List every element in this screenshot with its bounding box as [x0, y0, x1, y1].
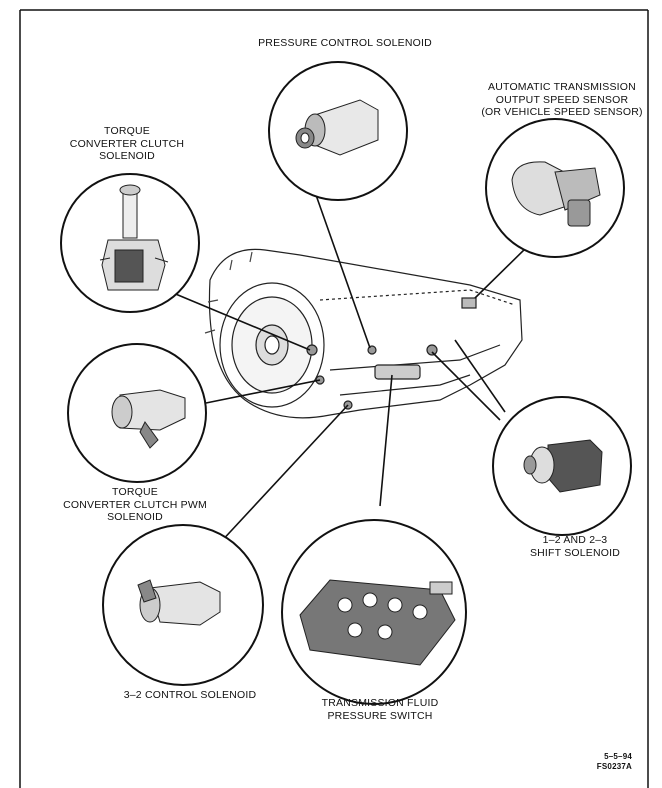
- label-line: PRESSURE CONTROL SOLENOID: [258, 37, 432, 49]
- label-line: SHIFT SOLENOID: [529, 546, 621, 559]
- label-line: (OR VEHICLE SPEED SENSOR): [481, 106, 643, 118]
- label-line: AUTOMATIC TRANSMISSION: [488, 81, 636, 93]
- callout-3-2-control-solenoid: [102, 524, 264, 686]
- label-line: SOLENOID: [99, 150, 155, 162]
- transmission-assembly: [204, 248, 523, 419]
- label-line: TORQUE: [112, 486, 158, 498]
- output-speed-sensor-illustration: [511, 161, 601, 227]
- callout-shift-solenoid: [492, 396, 632, 536]
- label-tcc-pwm-solenoid: TORQUE CONVERTER CLUTCH PWM SOLENOID: [55, 486, 215, 524]
- tcc-solenoid-illustration: [99, 184, 169, 291]
- fluid-pressure-switch-illustration: [299, 579, 456, 666]
- label-output-speed-sensor: AUTOMATIC TRANSMISSION OUTPUT SPEED SENS…: [462, 81, 662, 119]
- label-line: 3–2 CONTROL SOLENOID: [123, 689, 257, 701]
- label-line: CONVERTER CLUTCH PWM: [63, 498, 207, 511]
- label-tcc-solenoid: TORQUE CONVERTER CLUTCH SOLENOID: [62, 125, 192, 163]
- label-line: TRANSMISSION FLUID: [321, 697, 439, 709]
- callout-tcc-solenoid: [60, 173, 200, 313]
- label-line: CONVERTER CLUTCH: [69, 137, 185, 150]
- callout-fluid-pressure-switch: [281, 519, 467, 705]
- tcc-pwm-solenoid-illustration: [111, 389, 186, 449]
- label-line: TORQUE: [104, 125, 150, 137]
- 3-2-control-solenoid-illustration: [137, 579, 221, 626]
- callout-pressure-control: [268, 61, 408, 201]
- shift-solenoid-illustration: [523, 439, 603, 493]
- figure-code: 5–5–94 FS0237A: [572, 752, 632, 772]
- callout-output-speed-sensor: [485, 118, 625, 258]
- label-3-2-control-solenoid: 3–2 CONTROL SOLENOID: [95, 689, 285, 702]
- figure-date: 5–5–94: [604, 752, 632, 761]
- label-line: 1–2 AND 2–3: [542, 534, 608, 546]
- leader-lines: [165, 194, 529, 546]
- label-pressure-control-solenoid: PRESSURE CONTROL SOLENOID: [230, 37, 460, 50]
- pressure-control-solenoid-illustration: [295, 99, 379, 156]
- label-line: SOLENOID: [107, 511, 163, 523]
- label-fluid-pressure-switch: TRANSMISSION FLUID PRESSURE SWITCH: [300, 697, 460, 722]
- label-shift-solenoid: 1–2 AND 2–3 SHIFT SOLENOID: [515, 534, 635, 559]
- callout-tcc-pwm-solenoid: [67, 343, 207, 483]
- page-border: [19, 9, 649, 788]
- label-line: OUTPUT SPEED SENSOR: [495, 93, 629, 106]
- label-line: PRESSURE SWITCH: [327, 709, 433, 722]
- figure-id: FS0237A: [596, 762, 632, 771]
